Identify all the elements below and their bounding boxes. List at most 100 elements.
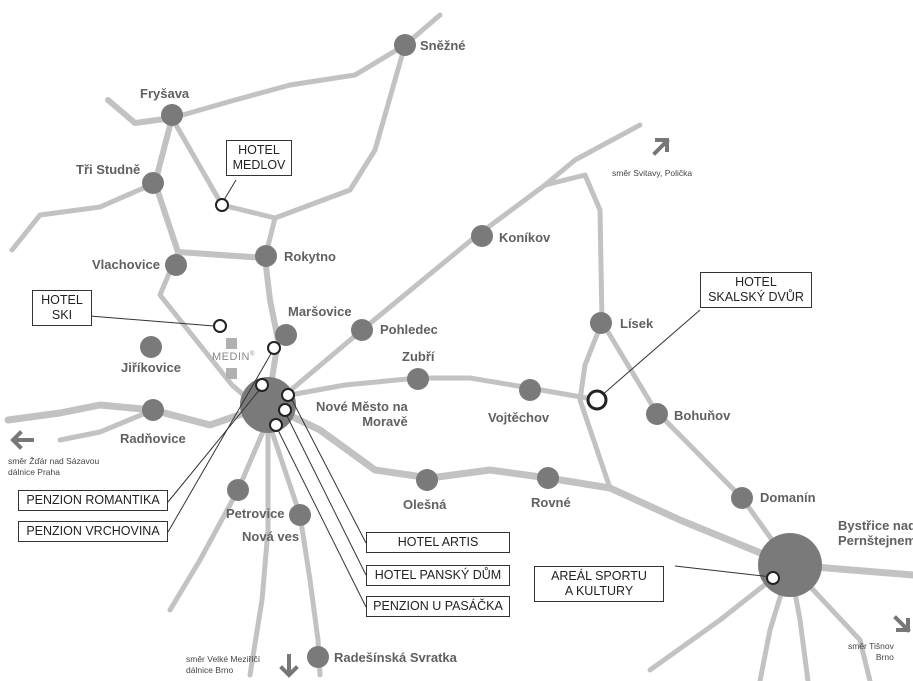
town-marker-radesinska [307, 646, 329, 668]
road-bystrice-se [787, 562, 873, 681]
leader-lines [89, 179, 773, 608]
road-west-lower [57, 407, 156, 443]
medin-logo: MEDIN® [212, 351, 255, 363]
town-marker-rovne [537, 467, 559, 489]
town-label-rokytno: Rokytno [284, 249, 336, 264]
hotel-label-pansky[interactable]: HOTEL PANSKÝ DŮM [366, 565, 510, 586]
town-label-lisek: Lísek [620, 316, 654, 331]
hotel-marker-skalsky[interactable] [586, 389, 608, 411]
leader-vrchovina [167, 351, 273, 533]
road-zubri [287, 375, 601, 403]
hotel-marker-artis[interactable] [281, 388, 295, 402]
road-south-center [265, 417, 323, 678]
town-marker-tri-studne [142, 172, 164, 194]
town-marker-nove-mesto [240, 377, 296, 433]
hotel-marker-pansky[interactable] [278, 403, 292, 417]
town-marker-lisek [590, 312, 612, 334]
hotel-marker-areal[interactable] [766, 571, 780, 585]
leader-ski [89, 315, 215, 327]
hotel-marker-medlov[interactable] [215, 198, 229, 212]
road-south-left [247, 417, 271, 678]
town-label-pohledec: Pohledec [380, 322, 438, 337]
leader-artis [289, 395, 367, 544]
hotel-label-artis[interactable]: HOTEL ARTIS [366, 532, 510, 553]
town-marker-olesna [416, 469, 438, 491]
town-label-petrovice: Petrovice [226, 506, 285, 521]
hotel-marker-ski[interactable] [213, 319, 227, 333]
town-marker-pohledec [351, 319, 373, 341]
hotel-markers [213, 198, 780, 585]
town-marker-radnovice [142, 399, 164, 421]
leader-pansky [284, 411, 367, 576]
hotel-marker-romantika[interactable] [255, 378, 269, 392]
town-marker-bystrice [758, 533, 822, 597]
town-marker-snezne [394, 34, 416, 56]
town-marker-rokytno [255, 245, 277, 267]
town-label-olesna: Olešná [403, 497, 447, 512]
town-marker-domanin [731, 487, 753, 509]
town-marker-zubri [407, 368, 429, 390]
medin-logo-mark [226, 338, 237, 379]
road-konikov [282, 122, 643, 398]
town-label-marsovice: Maršovice [288, 304, 352, 319]
hotel-marker-vrchovina[interactable] [267, 341, 281, 355]
leader-romantika [167, 387, 262, 503]
direction-label-svitavy: směr Svitavy, Polička [612, 168, 693, 178]
hotel-label-pasacka[interactable]: PENZION U PASÁČKA [366, 596, 510, 617]
town-marker-vlachovice [165, 254, 187, 276]
town-marker-jirikovice [140, 336, 162, 358]
hotel-label-vrchovina[interactable]: PENZION VRCHOVINA [18, 521, 168, 542]
town-label-rovne: Rovné [531, 495, 571, 510]
town-label-radesinska: Radešínská Svratka [334, 650, 457, 665]
arrow-northeast-icon [652, 138, 670, 156]
town-label-vlachovice: Vlachovice [92, 257, 160, 272]
hotel-marker-pasacka[interactable] [269, 418, 283, 432]
town-marker-bohunov [646, 403, 668, 425]
road-main-west [4, 401, 272, 429]
town-marker-vojtechov [519, 379, 541, 401]
logo-square-bottom [226, 368, 237, 379]
road-tri-studne-west [9, 180, 158, 253]
leader-skalsky [600, 309, 701, 397]
town-label-zubri: Zubří [402, 349, 435, 364]
arrow-south-icon [279, 654, 299, 678]
arrow-west-icon [10, 430, 34, 450]
town-marker-konikov [471, 225, 493, 247]
town-marker-nova-ves [289, 504, 311, 526]
town-label-jirikovice: Jiříkovice [121, 360, 181, 375]
leader-areal [674, 565, 773, 578]
town-label-konikov: Koníkov [499, 230, 551, 245]
town-label-tri-studne: Tři Studně [76, 162, 141, 177]
town-label-vojtechov: Vojtěchov [488, 410, 550, 425]
road-bohunov [599, 319, 793, 568]
town-label-nova-ves: Nová ves [242, 529, 300, 544]
logo-square-top [226, 338, 237, 349]
road-main-east [264, 401, 913, 579]
town-label-domanin: Domanín [760, 490, 816, 505]
town-marker-frysava [161, 104, 183, 126]
town-label-snezne: Sněžné [420, 38, 466, 53]
hotel-label-romantika[interactable]: PENZION ROMANTIKA [18, 490, 168, 511]
leader-pasacka [275, 425, 367, 608]
leader-medlov [223, 179, 237, 201]
town-marker-petrovice [227, 479, 249, 501]
town-label-radnovice: Radňovice [120, 431, 186, 446]
town-label-bohunov: Bohuňov [674, 408, 731, 423]
road-southwest [167, 417, 271, 613]
town-marker-marsovice [275, 324, 297, 346]
arrow-southeast-icon [893, 615, 911, 633]
direction-arrows [10, 138, 911, 678]
town-label-frysava: Fryšava [140, 86, 190, 101]
road-snezne-rokytno [262, 42, 408, 261]
